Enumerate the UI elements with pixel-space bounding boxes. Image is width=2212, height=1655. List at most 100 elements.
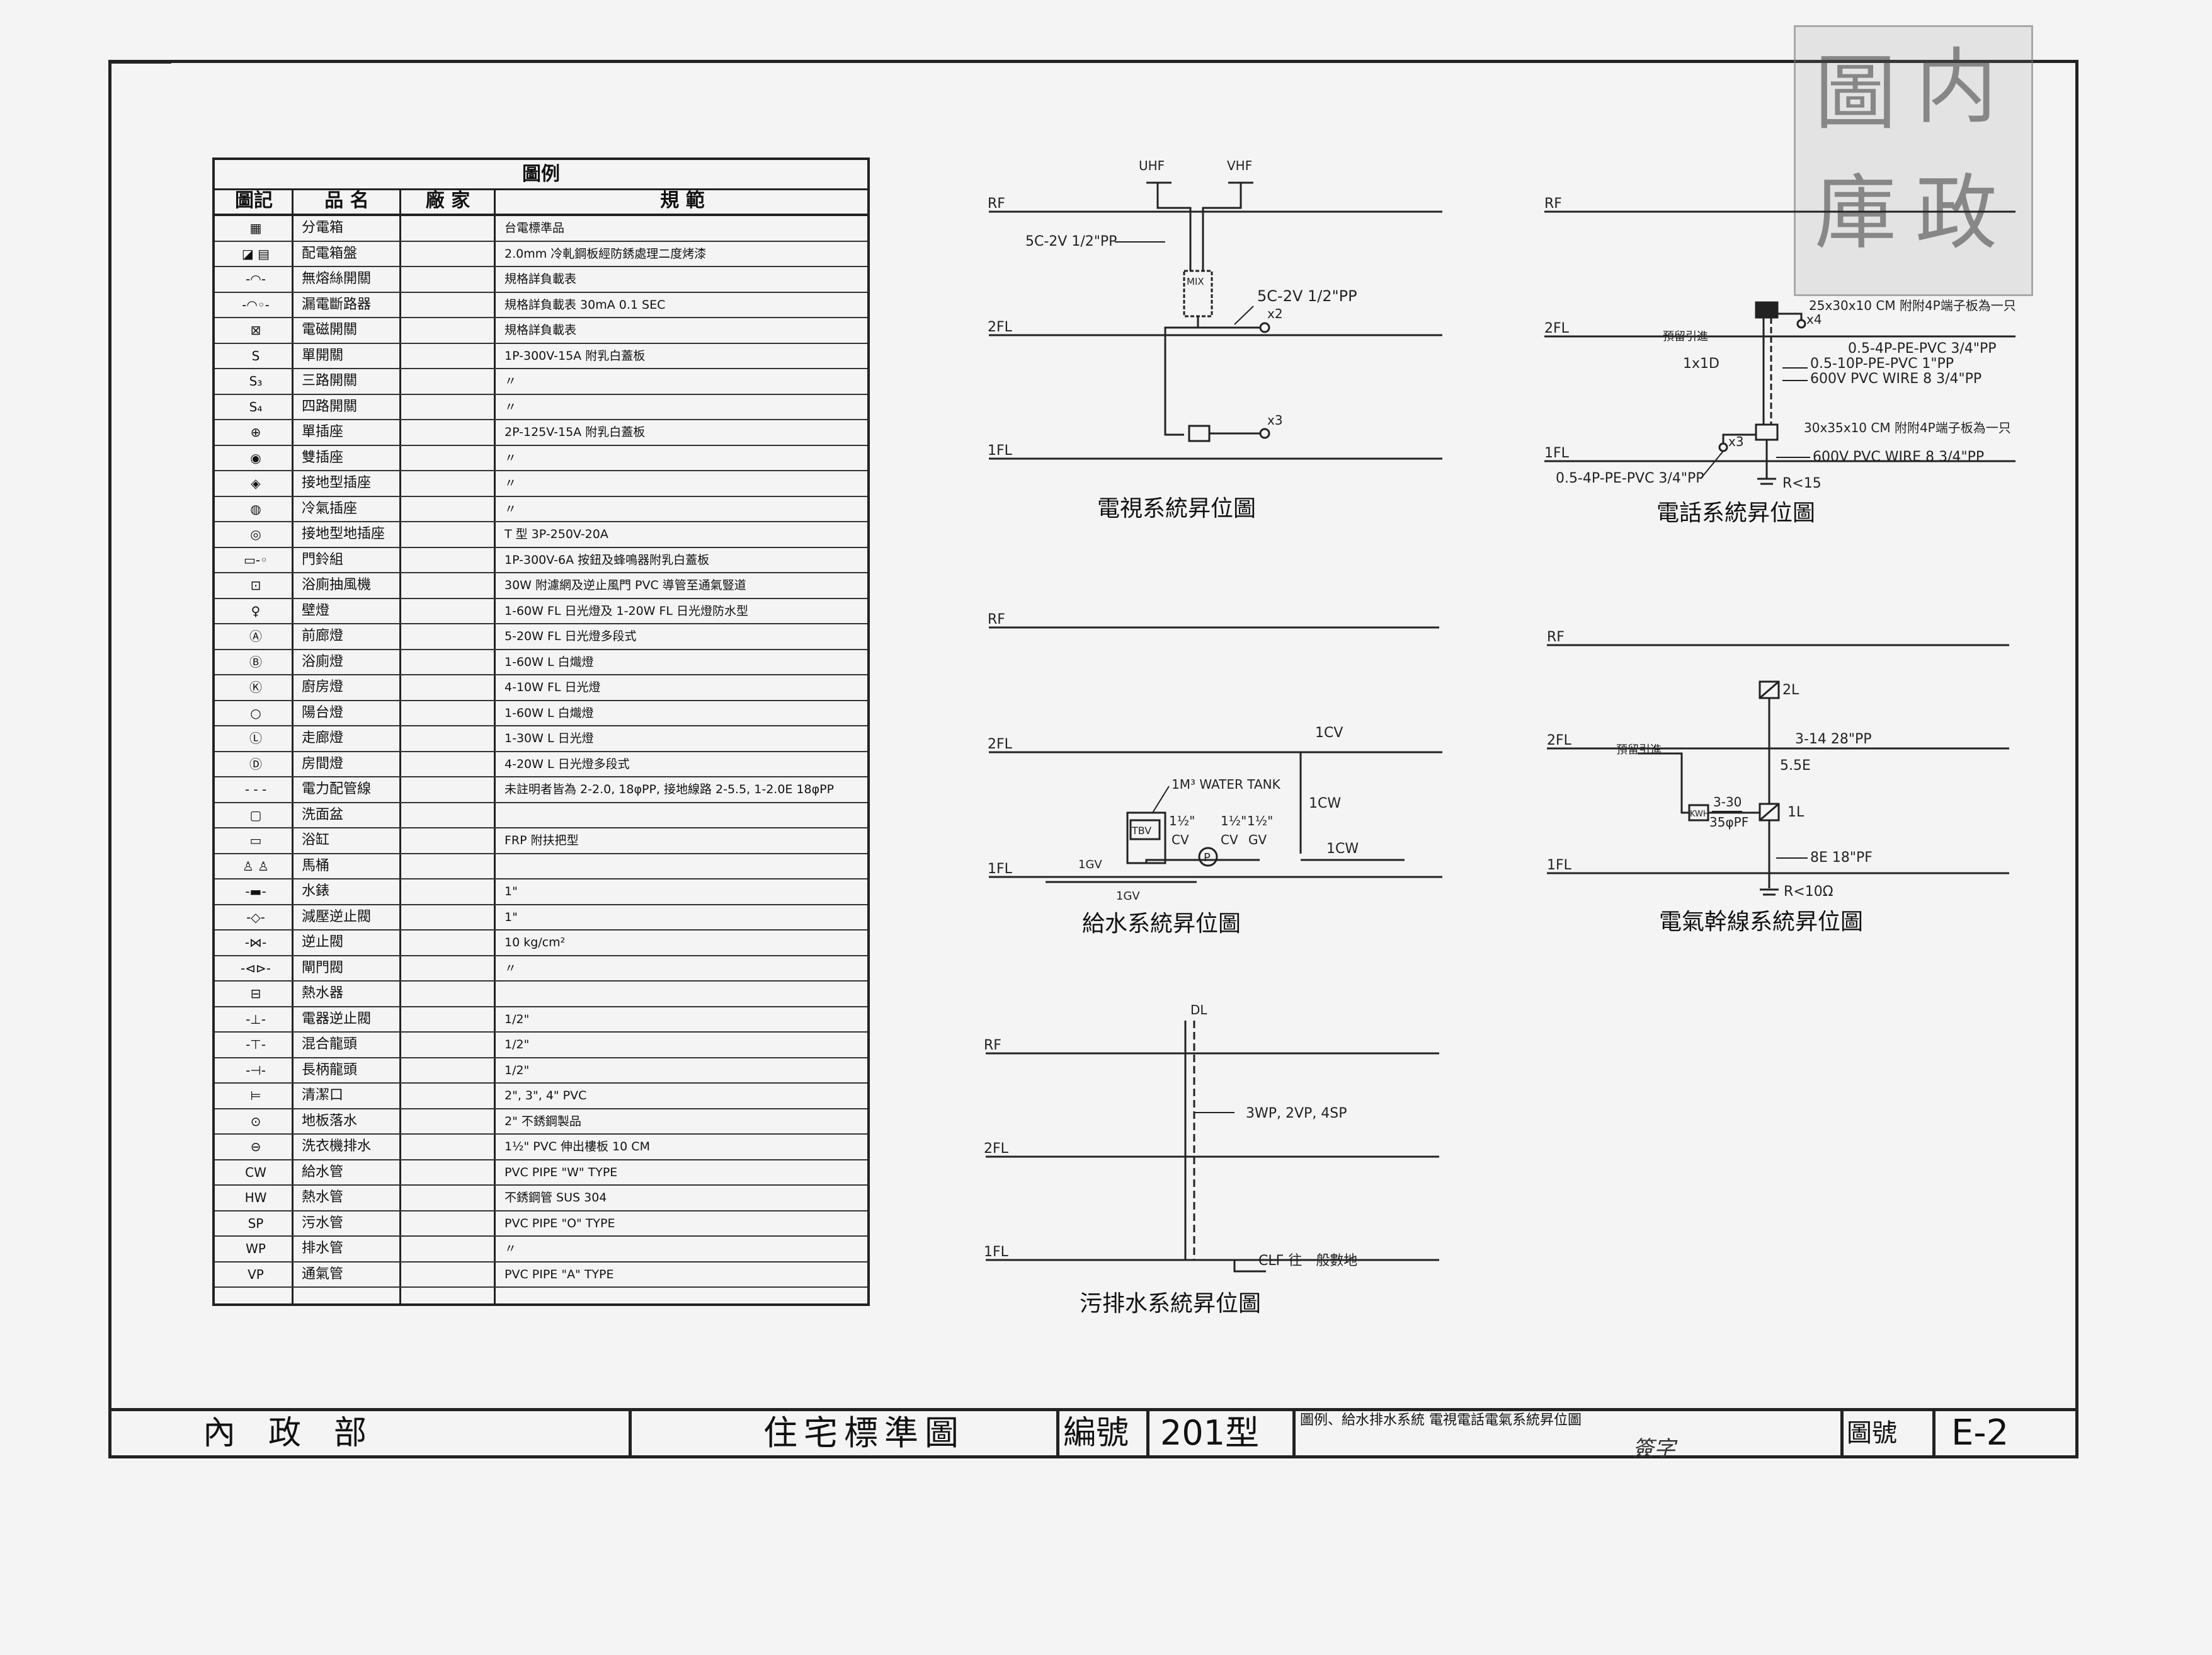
legend-item-name: 分電箱 <box>302 220 344 236</box>
legend-symbol-icon: CW <box>245 1164 266 1180</box>
tb-divider <box>1146 1408 1149 1458</box>
legend-row: HW 熱水管 不銹鋼管 SUS 304 <box>215 1186 867 1211</box>
power-frac-bottom: 35φPF <box>1709 815 1748 830</box>
legend-row: ◉雙插座〃 <box>215 446 867 471</box>
tv-outlet <box>1259 428 1270 439</box>
panel-diagonal <box>1759 680 1779 699</box>
floor-label-rf: RF <box>1544 196 1562 212</box>
legend-item-spec: 1-30W L 日光燈 <box>505 731 594 745</box>
water-riser-diagram: RF 2FL 1FL TBV P 1CV 1CW 1CW 1M³ WATER T… <box>988 612 1442 903</box>
legend-symbol-icon: Ⓑ <box>249 654 262 670</box>
phone-ground-label: R<15 <box>1782 476 1821 491</box>
phone-riser-diagram: RF 2FL 1FL 25x30x10 CM 附附4P端子板為一只 x4 0.5… <box>1544 196 2016 491</box>
antenna-cable <box>1156 195 1192 271</box>
legend-item-spec: 1" <box>505 910 518 924</box>
legend-row: ⊟熱水器 <box>215 982 867 1007</box>
legend-item-spec: 2" 不銹鋼製品 <box>505 1114 581 1128</box>
water-gv-bottom: 1GV <box>1116 890 1140 903</box>
legend-item-spec: 5-20W FL 日光燈多段式 <box>505 629 637 643</box>
legend-item-spec: 不銹鋼管 SUS 304 <box>505 1191 607 1205</box>
legend-item-name: 逆止閥 <box>302 934 344 950</box>
legend-header-name: 品 名 <box>324 190 369 212</box>
legend-item-name: 減壓逆止閥 <box>302 908 372 925</box>
legend-item-name: 冷氣插座 <box>302 500 358 517</box>
legend-symbol-icon: S <box>251 348 260 364</box>
legend-col-divider <box>292 188 294 1303</box>
floor-label-1fl: 1FL <box>1547 857 1572 873</box>
legend-item-name: 熱水管 <box>302 1189 344 1205</box>
valve-box-tbv <box>1129 819 1161 840</box>
legend-item-name: 無熔絲開關 <box>302 271 372 287</box>
water-cv-top: 1CV <box>1315 725 1343 741</box>
panel-diagonal <box>1759 803 1779 822</box>
water-cv-1: CV <box>1172 832 1189 847</box>
power-frac-top: 3-30 <box>1713 794 1742 810</box>
legend-item-name: 給水管 <box>302 1164 344 1180</box>
tb-divider <box>1056 1408 1059 1458</box>
legend-item-spec: FRP 附扶把型 <box>505 833 579 847</box>
water-cw-2: 1CW <box>1326 841 1359 857</box>
legend-item-name: 陽台燈 <box>302 704 344 721</box>
power-cable-label-1: 3-14 28"PP <box>1795 731 1872 747</box>
title-block-sheet-label: 圖號 <box>1847 1419 1897 1448</box>
legend-symbol-icon: -⊲⊳- <box>241 960 271 976</box>
terminal-box <box>1755 301 1779 319</box>
phone-outlet-count-4: x4 <box>1806 312 1822 327</box>
legend-item-name: 水錶 <box>302 883 330 899</box>
floor-label-2fl: 2FL <box>1547 733 1572 748</box>
legend-symbol-icon: ▭-◦ <box>244 552 268 568</box>
power-e-label-1: 5.5E <box>1780 758 1811 774</box>
floor-label-1fl: 1FL <box>984 1244 1009 1260</box>
legend-item-spec: 4-20W L 日光燈多段式 <box>505 757 630 771</box>
legend-item-name: 四路開關 <box>302 398 358 415</box>
legend-item-name: 混合龍頭 <box>302 1036 358 1052</box>
legend-symbol-icon: -▬- <box>245 884 266 899</box>
pump-label: P <box>1204 851 1211 864</box>
power-left-label: 預留引進 <box>1616 743 1662 757</box>
legend-symbol-icon: ▭ <box>249 833 262 848</box>
legend-symbol-icon: Ⓚ <box>249 680 262 695</box>
phone-box1-label: 25x30x10 CM 附附4P端子板為一只 <box>1809 298 2016 313</box>
legend-item-name: 門鈴組 <box>302 551 344 568</box>
legend-item-name: 三路開關 <box>302 373 358 389</box>
title-block-standard: 住宅標準圖 <box>763 1413 965 1453</box>
leader-line <box>1152 786 1170 813</box>
legend-item-name: 浴缸 <box>302 832 330 848</box>
water-size-3: 1½" <box>1247 813 1273 828</box>
phone-box2-label: 30x35x10 CM 附附4P端子板為一只 <box>1804 420 2011 435</box>
legend-item-name: 單插座 <box>302 424 344 440</box>
legend-item-spec: 10 kg/cm² <box>505 936 566 949</box>
drain-bottom-label: CLF 往一般數地 <box>1258 1253 1357 1269</box>
power-1l-label: 1L <box>1787 805 1804 820</box>
legend-row: -⊲⊳-閘門閥〃 <box>215 956 867 982</box>
tv-system-title: 電視系統昇位圖 <box>1097 496 1257 522</box>
legend-item-spec: 1" <box>505 885 518 898</box>
phone-left-label-2: 1x1D <box>1683 356 1719 372</box>
legend-symbol-icon: ⊟ <box>250 986 261 1001</box>
legend-item-name: 浴廁抽風機 <box>302 577 372 593</box>
drain-pipes-label: 3WP, 2VP, 4SP <box>1246 1106 1347 1121</box>
legend-item-name: 接地型地插座 <box>302 526 385 542</box>
legend-symbol-icon: HW <box>244 1190 267 1205</box>
legend-symbol-icon: ◈ <box>251 476 261 491</box>
floor-label-1fl: 1FL <box>988 861 1013 877</box>
power-riser-diagram: RF 2FL 1FL KWH 2L 3-14 28"PP 5.5E 預留引進 3… <box>1547 629 2009 900</box>
legend-symbol-icon: ◍ <box>250 501 261 517</box>
water-gv-left: 1GV <box>1078 858 1102 871</box>
phone-outlet <box>1718 442 1728 452</box>
power-ground-label: R<10Ω <box>1784 884 1833 900</box>
phone-branch-cable <box>1722 433 1756 444</box>
vhf-label: VHF <box>1227 158 1252 173</box>
legend-col-divider <box>399 188 401 1303</box>
title-block-number-label: 編號 <box>1063 1414 1129 1452</box>
legend-symbol-icon: SP <box>248 1215 264 1231</box>
